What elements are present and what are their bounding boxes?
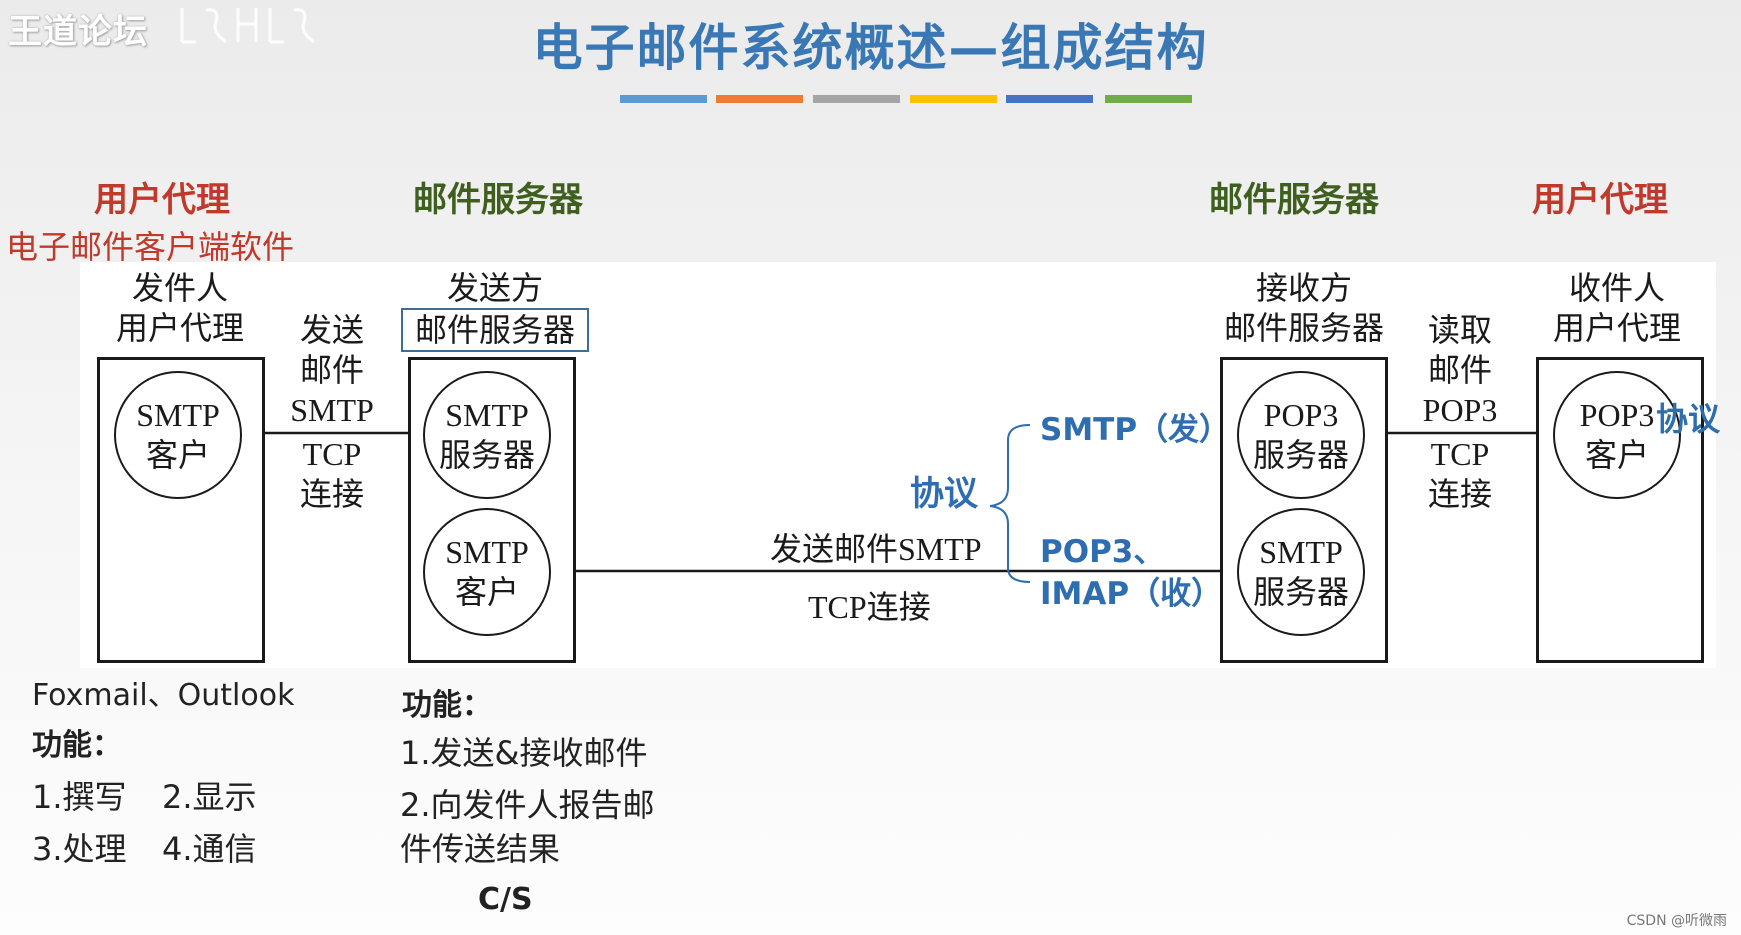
notes-left-function-title: 功能：: [32, 728, 122, 763]
send-server-label: 发送方 邮件服务器: [392, 268, 598, 352]
title-bar-6: [1105, 95, 1192, 103]
notes-clients: Foxmail、Outlook: [32, 678, 295, 713]
notes-left-func-compose: 1.撰写: [32, 778, 127, 816]
middle-link-upper-label: 发送邮件SMTP: [770, 531, 982, 567]
protocol-imap-receive: IMAP（收）: [1040, 576, 1223, 612]
notes-middle-func-send-receive: 1.发送&接收邮件: [400, 734, 648, 772]
sender-smtp-client-circle: SMTP 客户: [114, 371, 242, 499]
recv-server-label: 接收方 邮件服务器: [1223, 270, 1384, 346]
title-bar-2: [716, 95, 803, 103]
title-bar-4: [910, 95, 997, 103]
receiver-protocol-note: 协议: [1656, 400, 1721, 438]
title-bar-3: [813, 95, 900, 103]
send-server-smtp-client-circle: SMTP 客户: [423, 508, 551, 636]
watermark-graphic: [180, 8, 315, 44]
diagram-panel: [80, 262, 1716, 668]
recv-server-smtp-server-circle: SMTP 服务器: [1237, 508, 1365, 636]
recv-server-pop3-server-circle: POP3 服务器: [1237, 371, 1365, 499]
credit-text: CSDN @听微雨: [1626, 913, 1727, 929]
watermark-logo: 王道论坛: [8, 12, 148, 52]
notes-cs-model: C/S: [478, 882, 533, 917]
protocol-smtp-send: SMTP（发）: [1040, 412, 1231, 448]
receiver-label: 收件人 用户代理: [1552, 270, 1681, 346]
heading-user-agent-right: 用户代理: [1532, 180, 1668, 220]
notes-middle-function-title: 功能：: [402, 688, 492, 723]
notes-left-func-display: 2.显示: [162, 778, 257, 816]
heading-mail-server-right: 邮件服务器: [1209, 180, 1379, 220]
receiver-pop3-client-circle: POP3 客户: [1553, 371, 1681, 499]
title-bar-1: [620, 95, 707, 103]
title-bar-5: [1006, 95, 1093, 103]
link-send-labels: 发送 邮件 SMTP TCP 连接: [290, 312, 374, 512]
page-title: 电子邮件系统概述—组成结构: [532, 19, 1209, 77]
link-read-labels: 读取 邮件 POP3 TCP 连接: [1422, 312, 1498, 512]
sender-label: 发件人 用户代理: [115, 270, 244, 346]
notes-left-func-communicate: 4.通信: [162, 830, 257, 868]
heading-user-agent-left: 用户代理: [94, 180, 230, 220]
send-server-label-framed: 邮件服务器: [400, 308, 589, 352]
notes-middle-func-report-2: 件传送结果: [400, 830, 561, 868]
heading-mail-server-left: 邮件服务器: [413, 180, 583, 220]
send-server-smtp-server-circle: SMTP 服务器: [423, 371, 551, 499]
protocol-label: 协议: [910, 474, 978, 514]
protocol-brace: [989, 424, 1031, 583]
notes-middle-func-report-1: 2.向发件人报告邮: [400, 786, 655, 824]
heading-email-client-software: 电子邮件客户端软件: [6, 228, 295, 266]
protocol-pop3: POP3、: [1040, 534, 1165, 570]
middle-link-lower-label: TCP连接: [808, 589, 931, 625]
notes-left-func-process: 3.处理: [32, 830, 127, 868]
